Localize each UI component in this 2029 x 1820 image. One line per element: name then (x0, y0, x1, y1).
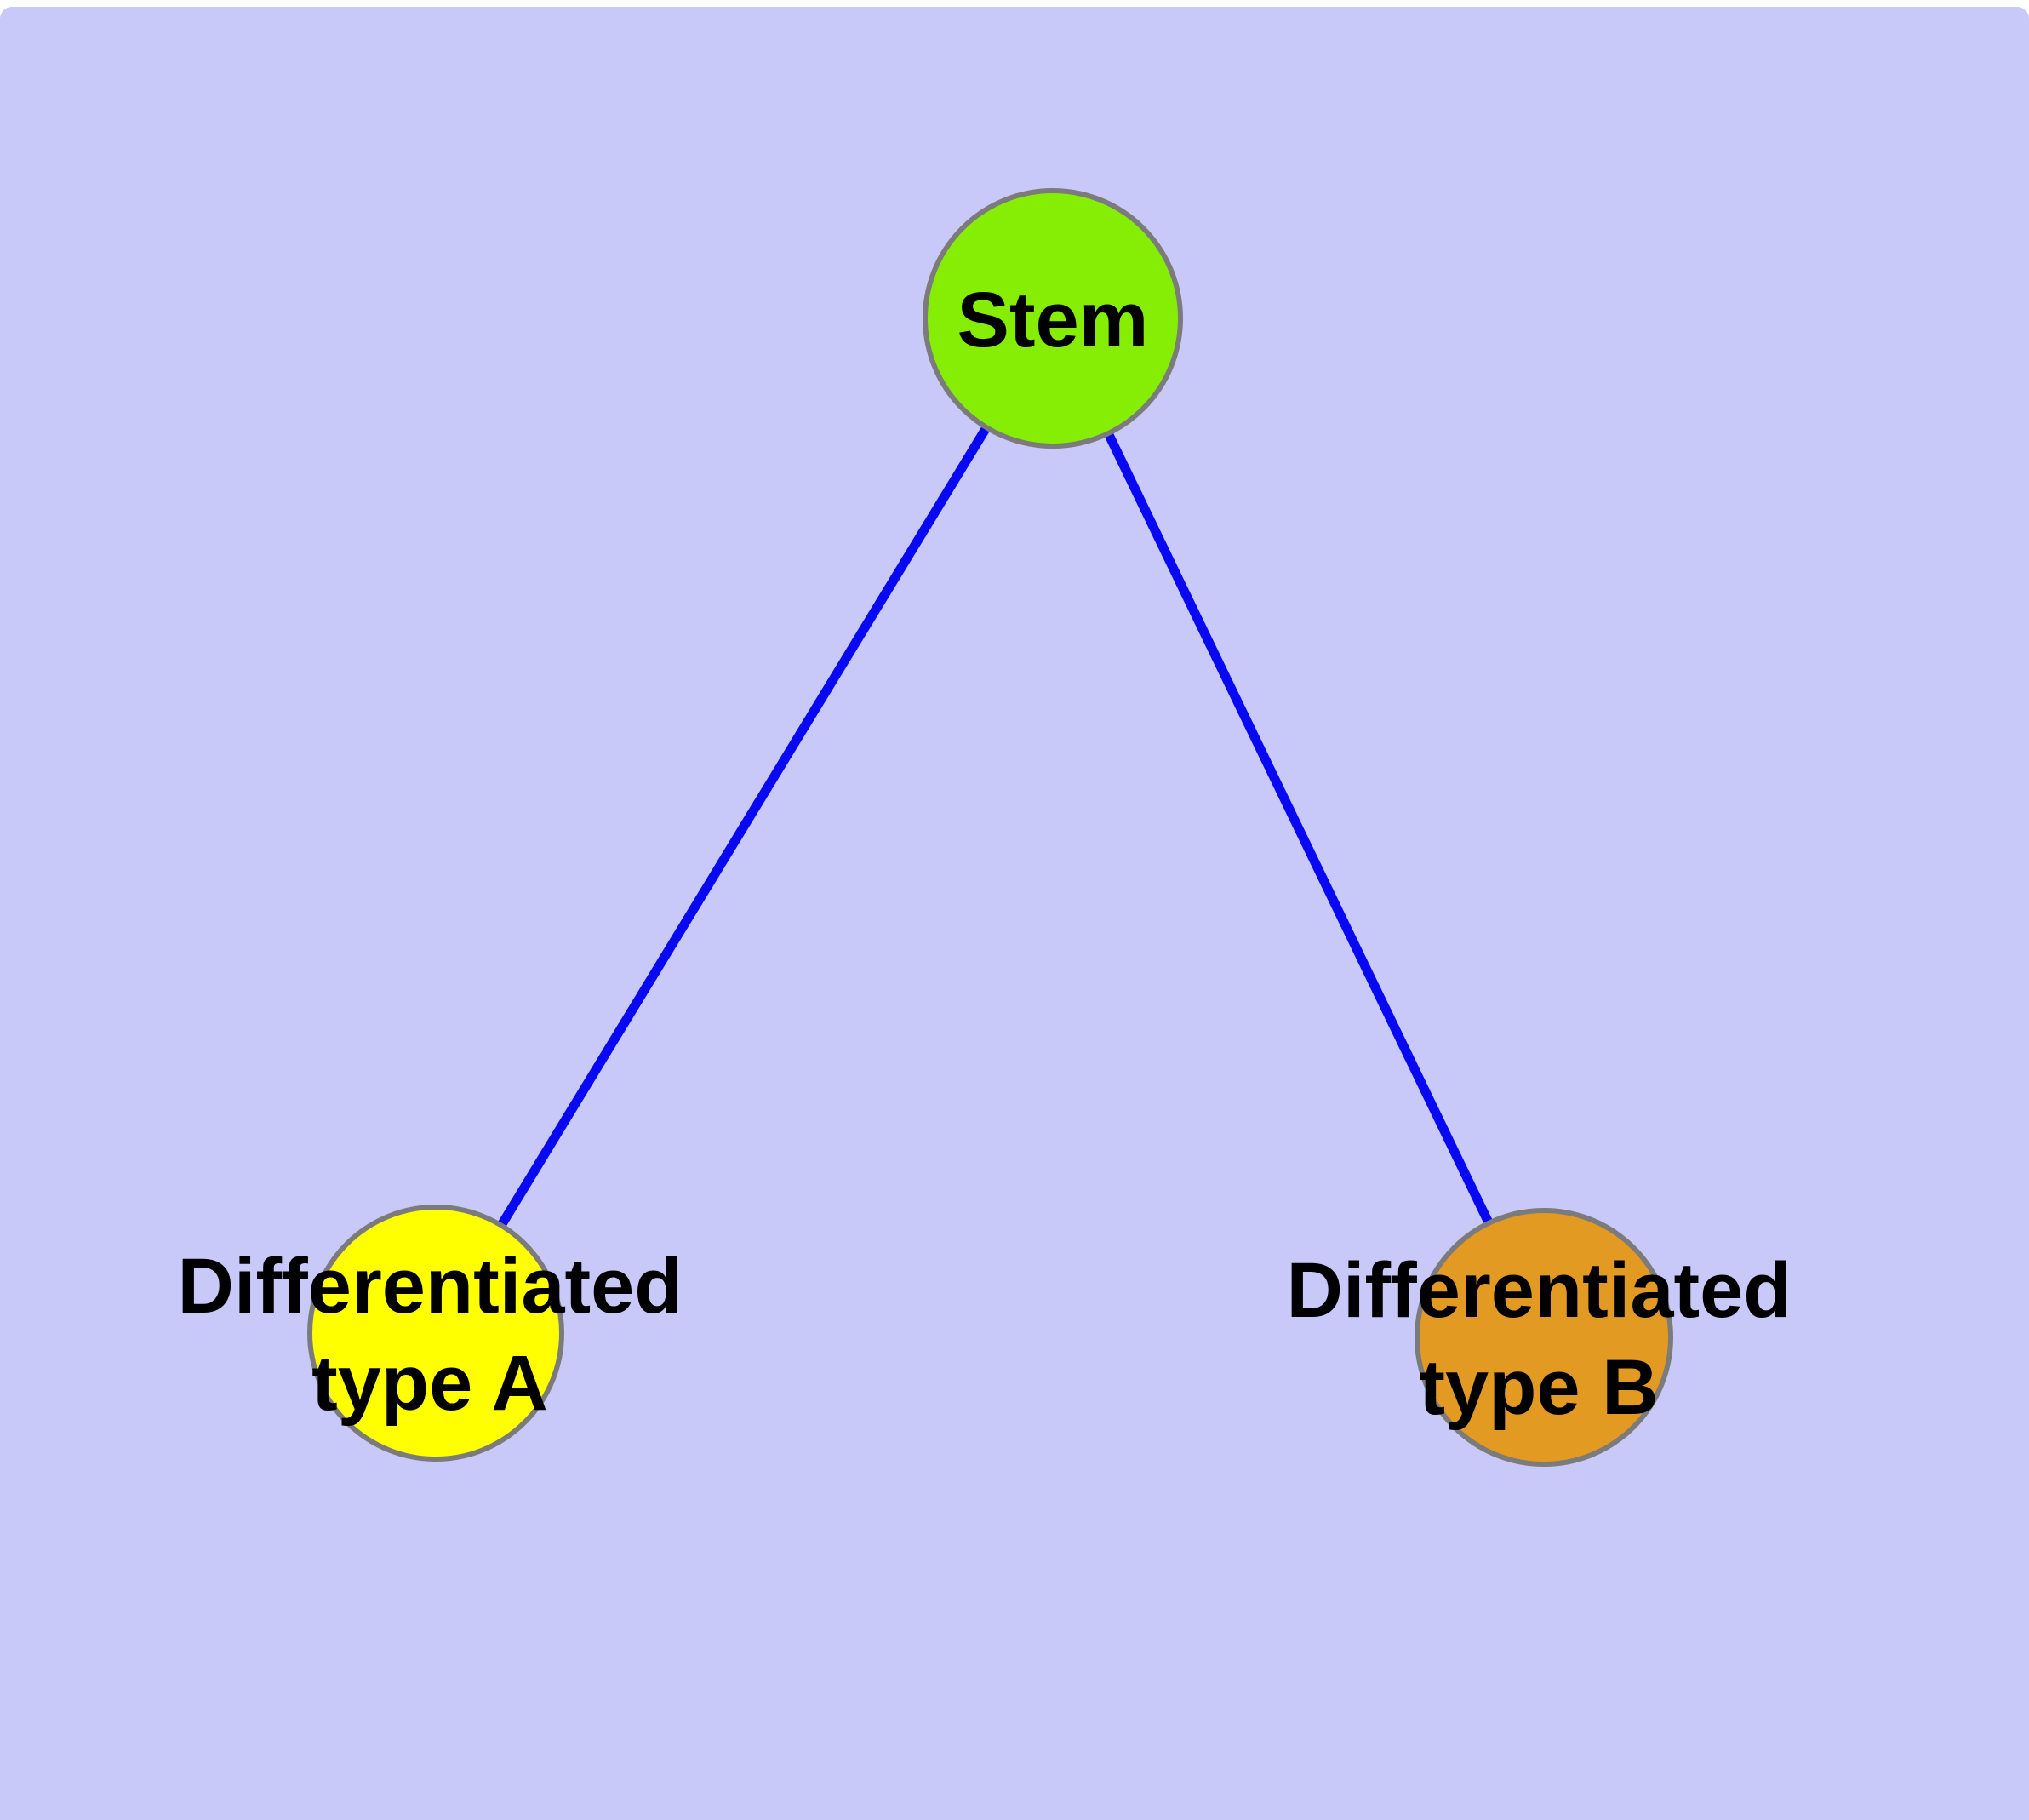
edge-stem-to-type-a (432, 316, 1057, 1336)
node-differentiated-type-a-circle (307, 1205, 564, 1462)
node-stem-circle (923, 188, 1183, 449)
node-differentiated-type-b-circle (1415, 1208, 1673, 1467)
edge-layer (432, 316, 1548, 1340)
node-layer (307, 188, 1673, 1467)
edge-stem-to-type-b (1049, 316, 1548, 1340)
label-layer: Stem Differentiated type A Differentiate… (178, 277, 1792, 1431)
node-differentiated-type-b-label-line1: Differentiated (1287, 1247, 1792, 1334)
node-differentiated-type-b-label-line2: type B (1419, 1344, 1658, 1431)
node-stem-label: Stem (957, 277, 1149, 363)
node-differentiated-type-a-label-line2: type A (311, 1340, 548, 1427)
node-differentiated-type-a-label-line1: Differentiated (178, 1243, 683, 1330)
